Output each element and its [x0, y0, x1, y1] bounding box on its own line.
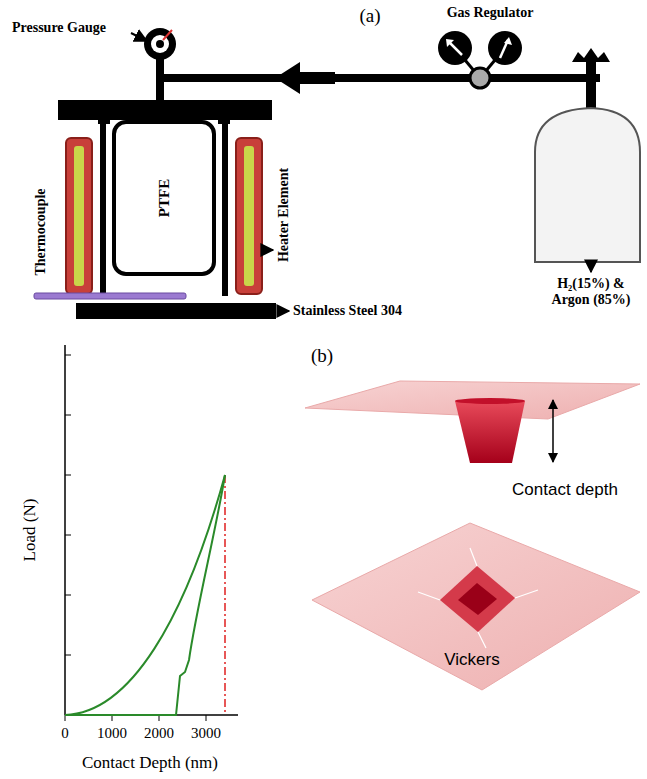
part-name: Pressure Gauge	[12, 20, 106, 36]
tick	[65, 415, 71, 416]
valve-cap	[572, 48, 610, 62]
part-name: Stainless Steel 304	[293, 303, 402, 319]
heater-core	[74, 146, 84, 286]
gauge-hub	[156, 40, 164, 48]
regulator-dial	[488, 31, 522, 65]
tick	[65, 355, 71, 356]
y-axis	[64, 345, 66, 715]
vessel-wall	[222, 118, 228, 296]
indent-cavity	[455, 401, 525, 463]
dial-needle-head	[446, 39, 454, 47]
part-name: Gas Regulator	[447, 5, 534, 21]
regulator-dial	[438, 31, 472, 65]
dial-needle-head	[504, 37, 512, 45]
gas-cylinder	[535, 108, 640, 262]
loading-curve	[65, 475, 225, 715]
panel-letter: (b)	[311, 345, 333, 367]
surface-plane	[312, 523, 640, 690]
regulator-body	[470, 68, 490, 88]
heater-core	[244, 146, 254, 286]
vickers-indent-center	[458, 583, 497, 615]
part-name: Heater Element	[276, 168, 292, 262]
vickers-indent	[440, 566, 515, 632]
tick	[206, 715, 207, 721]
part-name: Thermocouple	[33, 188, 49, 275]
axis-title: Load (N)	[20, 499, 40, 562]
heater-element	[66, 138, 92, 294]
stainless-base	[76, 303, 276, 319]
cylinder-arrow	[590, 262, 592, 272]
cylinder-valve	[586, 60, 596, 110]
tick	[65, 595, 71, 596]
tick	[65, 475, 71, 476]
indent-rim	[455, 398, 525, 404]
tick	[65, 535, 71, 536]
thermocouple-probe	[34, 293, 186, 299]
axis-title: Contact Depth (nm)	[82, 753, 218, 773]
crack-line	[418, 548, 538, 648]
vessel-wall	[100, 118, 106, 296]
gauge-needle	[163, 30, 172, 40]
y-ticks	[65, 355, 71, 655]
leader-arrow	[277, 310, 289, 312]
gas-mixture: H₂(15%) & Argon (85%)	[549, 276, 633, 308]
pressure-gauge	[144, 28, 176, 60]
flow-arrow	[275, 62, 335, 94]
tick-label: 1000	[97, 725, 127, 742]
heater-element	[236, 138, 262, 294]
image-label: Contact depth	[512, 480, 618, 500]
unloading-curve	[65, 475, 225, 715]
tick-label: 0	[61, 725, 69, 742]
vessel-liner: PTFE	[112, 120, 216, 276]
tick-label: 3000	[191, 725, 221, 742]
image-label: Vickers	[444, 650, 499, 670]
max-depth-line	[224, 475, 226, 715]
node-text: PTFE	[156, 179, 173, 217]
vessel-lid	[58, 100, 272, 120]
panel-letter: (a)	[359, 5, 380, 27]
gas-pipe	[160, 74, 600, 82]
leader-arrow	[264, 249, 273, 251]
depth-arrow	[552, 400, 554, 462]
tick	[65, 655, 71, 656]
tick-label: 2000	[144, 725, 174, 742]
